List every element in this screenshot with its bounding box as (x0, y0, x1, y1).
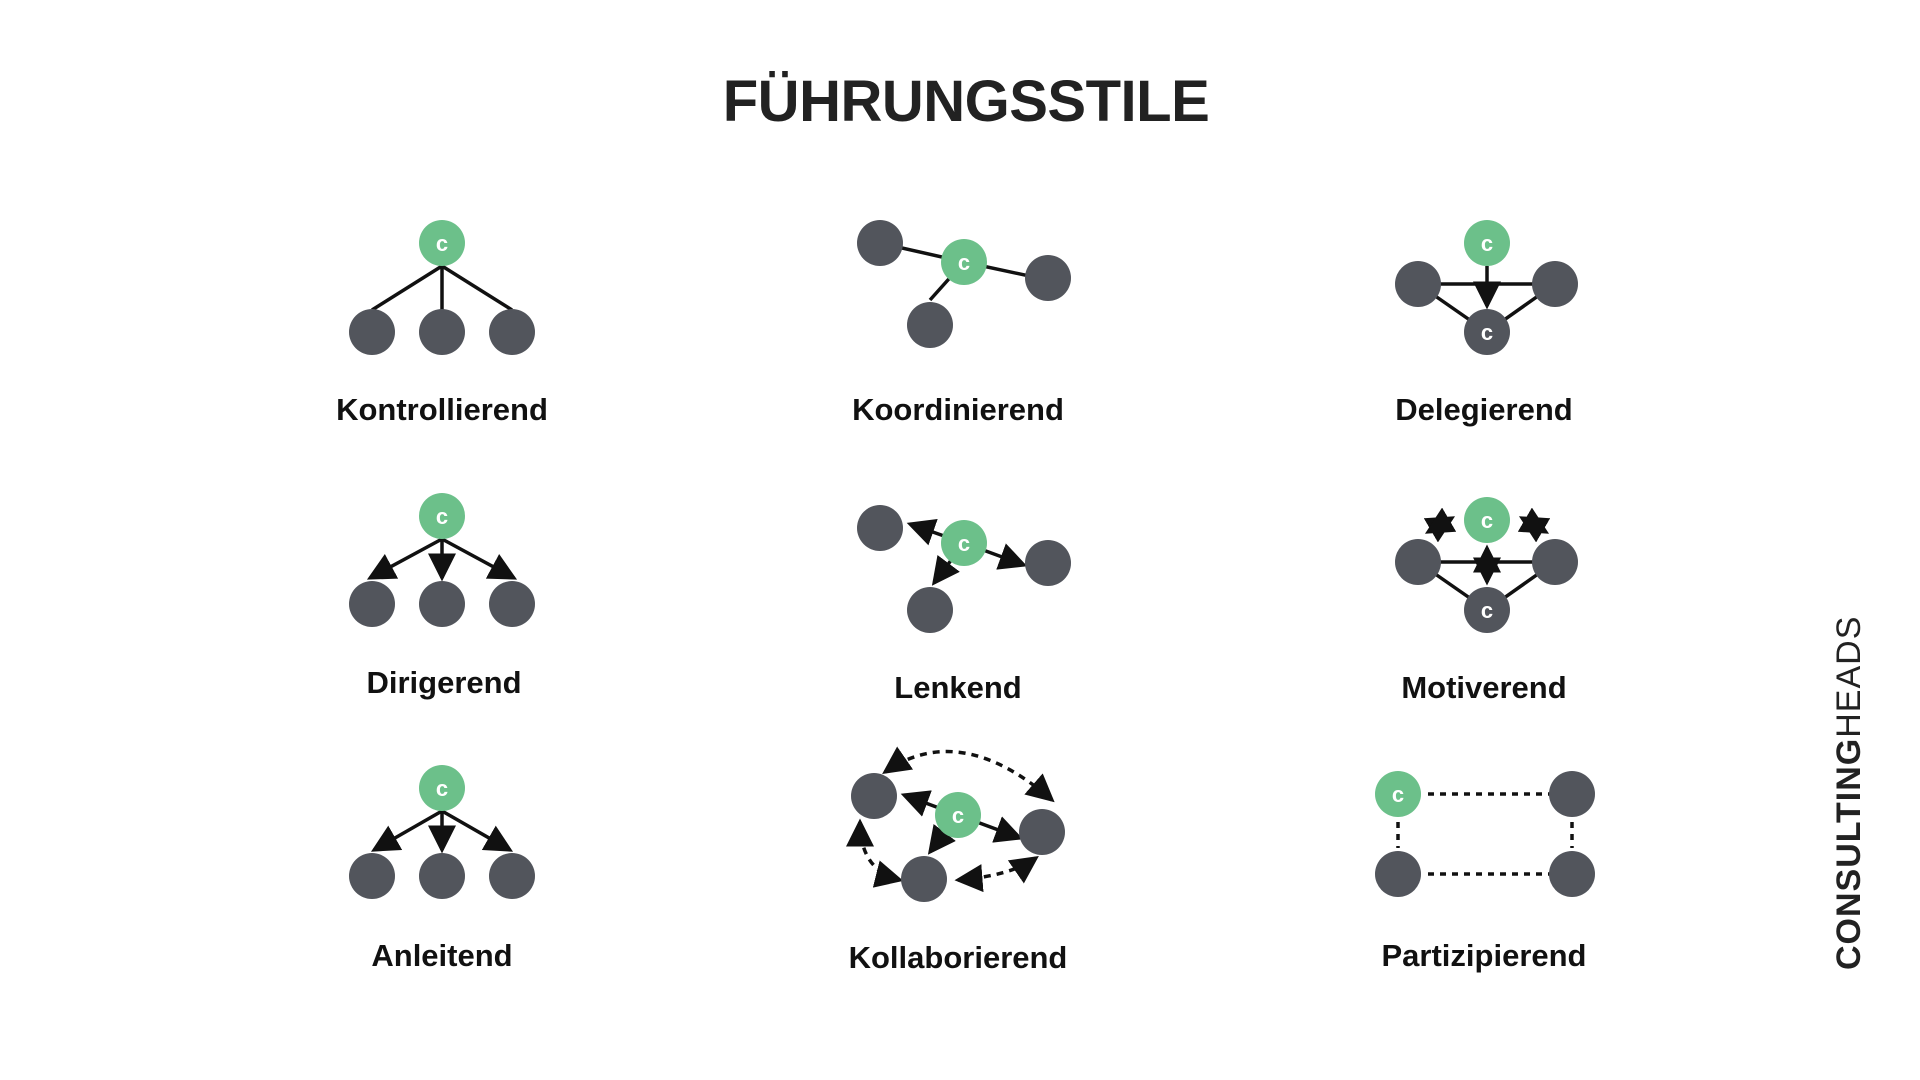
svg-text:c: c (1481, 231, 1493, 256)
svg-text:c: c (1481, 508, 1493, 533)
leader-letter: c (436, 231, 448, 256)
page-title: FÜHRUNGSSTILE (722, 69, 1210, 134)
svg-text:c: c (1392, 782, 1404, 807)
label-dirigerend: Dirigerend (366, 665, 522, 700)
brand-logo: CONSULTINGHEADS (1830, 615, 1868, 970)
svg-text:c: c (1481, 598, 1493, 623)
label-kontrollierend: Kontrollierend (336, 392, 548, 427)
label-kollaborierend: Kollaborierend (848, 940, 1068, 975)
label-koordinierend: Koordinierend (852, 392, 1064, 427)
label-delegierend: Delegierend (1395, 392, 1573, 427)
svg-text:c: c (952, 803, 964, 828)
svg-text:c: c (958, 250, 970, 275)
svg-text:c: c (436, 776, 448, 801)
diagram-dirigerend (366, 537, 518, 582)
diagram-partizipierend (1396, 792, 1574, 876)
diagram-anleitend (370, 809, 514, 854)
svg-text:c: c (958, 531, 970, 556)
svg-text:c: c (436, 504, 448, 529)
label-anleitend: Anleitend (371, 938, 513, 973)
label-motiverend: Motiverend (1401, 670, 1567, 705)
label-partizipierend: Partizipierend (1381, 938, 1587, 973)
nodes (349, 220, 1595, 902)
diagram-kontrollierend (371, 264, 513, 312)
svg-text:c: c (1481, 320, 1493, 345)
label-lenkend: Lenkend (894, 670, 1022, 705)
